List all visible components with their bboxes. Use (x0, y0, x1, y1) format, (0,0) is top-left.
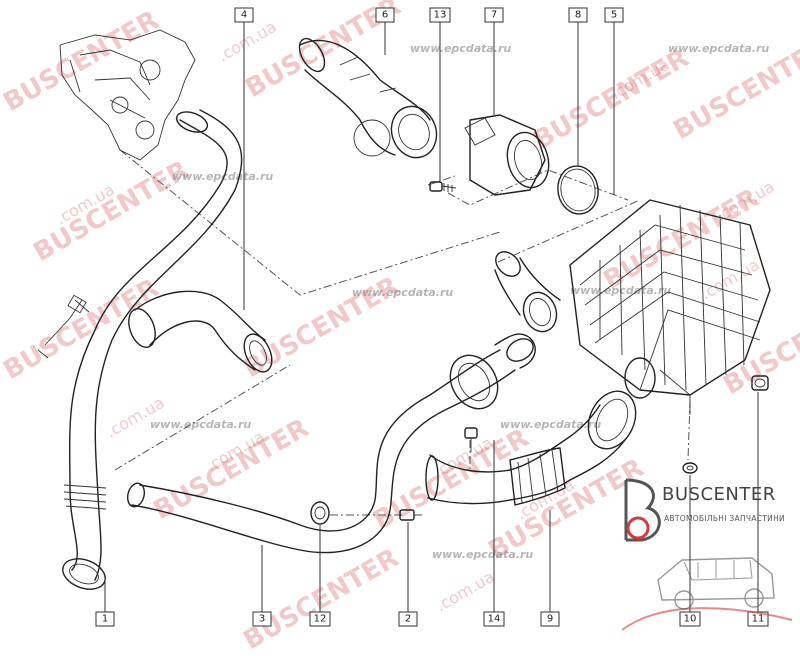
watermark-suffix: .com.ua (698, 255, 763, 304)
callout-9: 9 (540, 611, 560, 627)
callout-label: 8 (575, 10, 581, 21)
callout-label: 4 (241, 10, 247, 21)
part-8-o-ring (557, 165, 599, 215)
callout-6: 6 (375, 7, 395, 23)
callout-10: 10 (679, 611, 701, 627)
part-7-sensor-unit (464, 114, 550, 196)
watermark-buscenter: BUSCENTER (239, 543, 404, 656)
watermark-epcdata: www.epcdata.ru (352, 286, 453, 299)
engine-block-outline (59, 29, 196, 161)
watermark-buscenter: BUSCENTER (529, 43, 694, 156)
part-10-nut (682, 462, 698, 474)
watermark-epcdata: www.epcdata.ru (432, 548, 533, 561)
callout-12: 12 (309, 611, 331, 627)
callout-label: 12 (314, 614, 327, 625)
watermark-epcdata: www.epcdata.ru (500, 418, 601, 431)
callout-label: 1 (102, 614, 108, 625)
watermark-buscenter: BUSCENTER (0, 273, 164, 386)
callout-8: 8 (568, 7, 588, 23)
watermark-epcdata: www.epcdata.ru (150, 418, 251, 431)
part-5-elbow (494, 251, 561, 333)
watermark-epcdata: www.epcdata.ru (668, 42, 769, 55)
watermark-buscenter: BUSCENTER (719, 288, 800, 401)
callout-leaders (104, 22, 759, 612)
callout-label: 13 (434, 10, 447, 21)
logo-tagline: АВТОМОБІЛЬНІ ЗАПЧАСТИНИ (664, 514, 785, 523)
logo-graphic (621, 478, 793, 631)
callout-label: 14 (488, 614, 501, 625)
callout-label: 10 (684, 614, 697, 625)
van-icon (657, 557, 775, 610)
watermark-suffix: .com.ua (215, 17, 280, 66)
callout-3: 3 (252, 611, 272, 627)
logo-brand: BUSCENTER (662, 484, 776, 505)
callout-14: 14 (483, 611, 505, 627)
callout-13: 13 (429, 7, 451, 23)
callout-5: 5 (604, 7, 624, 23)
callout-label: 3 (259, 614, 265, 625)
part-11-grommet (751, 375, 769, 391)
part-4-hose (128, 290, 273, 373)
part-3-hose (126, 333, 536, 554)
watermark-suffix: .com.ua (433, 567, 498, 616)
callout-label: 6 (382, 10, 388, 21)
part-2-sensor (399, 509, 422, 521)
part-6-duct (298, 37, 438, 159)
callout-1: 1 (95, 611, 115, 627)
buscenter-logo: BUSCENTER АВТОМОБІЛЬНІ ЗАПЧАСТИНИ (612, 470, 800, 656)
callout-7: 7 (484, 7, 504, 23)
part-12-washer (310, 501, 330, 525)
callout-label: 7 (491, 10, 497, 21)
callout-2: 2 (398, 611, 418, 627)
part-13-bolt (429, 181, 457, 192)
callout-label: 9 (547, 614, 553, 625)
part-9-pipe (425, 390, 637, 506)
callout-label: 11 (752, 614, 765, 625)
part-8-o-ring-inner (560, 168, 596, 212)
callout-label: 5 (611, 10, 617, 21)
callout-label: 2 (405, 614, 411, 625)
watermark-epcdata: www.epcdata.ru (410, 42, 511, 55)
callout-4: 4 (234, 7, 254, 23)
part-14-bolt (464, 427, 478, 452)
part-1-hose (37, 109, 243, 590)
intercooler-core (569, 199, 771, 415)
watermark-epcdata: www.epcdata.ru (172, 170, 273, 183)
